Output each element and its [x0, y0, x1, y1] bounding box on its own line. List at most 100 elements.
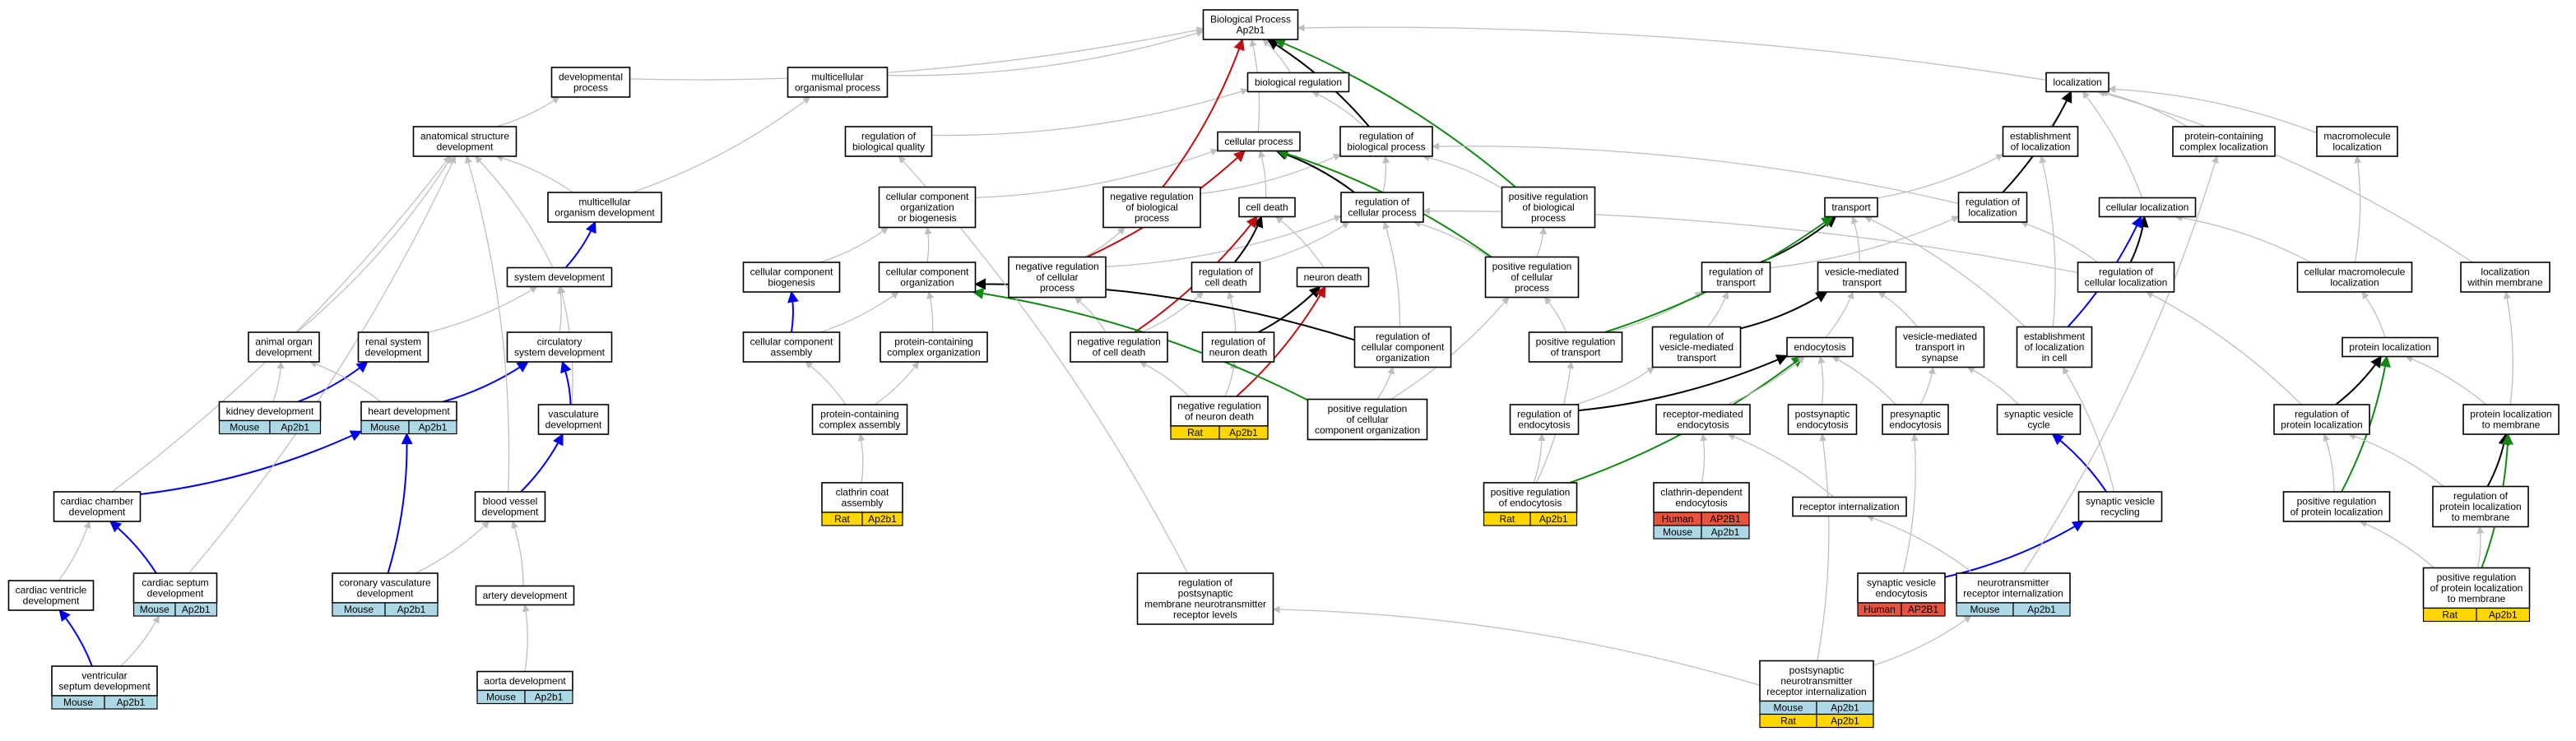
- edge-gray: [2097, 90, 2473, 263]
- node-celldeath[interactable]: cell death: [1238, 197, 1296, 218]
- edge-blue: [109, 521, 157, 574]
- gene-badge: [384, 602, 439, 617]
- edge-blue: [58, 609, 93, 667]
- node-arterydev[interactable]: artery development: [475, 585, 575, 606]
- node-label: regulation of: [2099, 266, 2154, 278]
- node-receptorint[interactable]: receptor internalization: [1792, 496, 1907, 517]
- node-protloc[interactable]: protein localization: [2342, 336, 2439, 358]
- edge-gray: [819, 291, 899, 333]
- gene-label: Ap2b1: [419, 422, 448, 433]
- node-label: kidney development: [226, 405, 314, 417]
- node-endocytosis[interactable]: endocytosis: [1786, 336, 1854, 358]
- node-label: cellular localization: [2106, 201, 2189, 213]
- node-label: in cell: [2042, 352, 2068, 364]
- node-label: development: [147, 588, 204, 600]
- node-neurondeath[interactable]: neuron death: [1296, 266, 1370, 288]
- node-cellproc[interactable]: cellular process: [1217, 131, 1301, 152]
- edge-gray: [2020, 220, 2099, 263]
- node-sysdev[interactable]: system development: [506, 266, 613, 288]
- node-transport[interactable]: transport: [1824, 197, 1878, 218]
- node-box: [1956, 572, 2071, 604]
- node-label: of biological: [1126, 201, 1177, 213]
- node-label: anatomical structure: [420, 131, 509, 142]
- node-loc[interactable]: localization: [2045, 72, 2110, 93]
- node-label: endocytosis: [1677, 419, 1729, 431]
- node-label: organization: [1376, 352, 1429, 364]
- node-bioreg[interactable]: biological regulation: [1246, 72, 1350, 93]
- edge-gray: [1382, 221, 1401, 327]
- gene-badge: [1529, 512, 1578, 526]
- node-box: [537, 404, 610, 435]
- node-cellloc[interactable]: cellular localization: [2098, 197, 2197, 218]
